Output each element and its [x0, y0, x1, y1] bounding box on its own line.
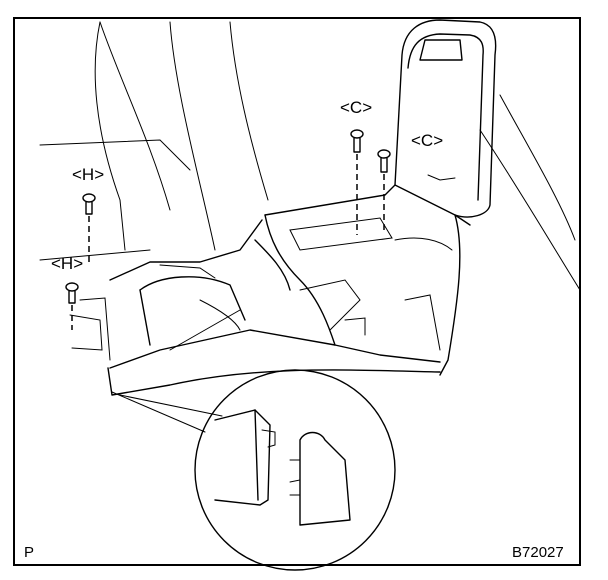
screw-c-upper: [350, 129, 364, 235]
figure-id: B72027: [512, 544, 564, 561]
detail-leader-lines: [111, 391, 223, 433]
armrest-lid: [394, 19, 497, 218]
console-body: [69, 184, 471, 396]
detail-view: [194, 369, 396, 571]
callout-c-upper: <C>: [340, 98, 372, 117]
figure-frame: [13, 17, 581, 566]
screw-h-upper: [82, 193, 96, 265]
page-mark: P: [24, 544, 34, 561]
callout-c-right: <C>: [411, 131, 443, 150]
callout-h-lower: <H>: [51, 254, 83, 273]
seat-outline: [39, 21, 581, 291]
screw-c-right: [377, 149, 391, 230]
callout-h-upper: <H>: [72, 165, 104, 184]
screw-h-lower: [65, 282, 79, 330]
